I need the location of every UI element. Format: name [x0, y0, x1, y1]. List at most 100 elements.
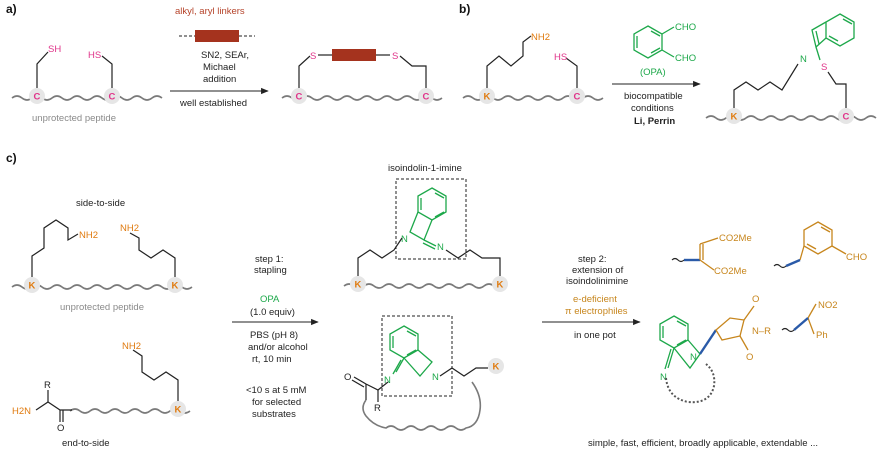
lysine-residue	[170, 401, 186, 417]
cys-side-chain	[565, 57, 578, 88]
amine-label: NH2	[122, 341, 141, 352]
panel-a-product: C C S S	[281, 49, 443, 104]
panel-b-label: b)	[459, 2, 470, 16]
peptide-loop	[665, 363, 716, 404]
thiol-label: SH	[48, 44, 61, 55]
cysteine-residue	[838, 108, 854, 124]
lysine-residue	[492, 276, 508, 292]
lysine-residue	[350, 276, 366, 292]
opa-structure: CHO CHO (OPA)	[633, 22, 696, 78]
amine-label: NH2	[120, 223, 139, 234]
linker-block	[332, 49, 376, 61]
aldehyde-label: CHO	[846, 252, 867, 263]
aldehyde-label: CHO	[675, 53, 696, 64]
lys-label: K	[355, 280, 362, 291]
summary-text: simple, fast, efficient, broadly applica…	[588, 438, 818, 449]
sulfur-label: S	[310, 51, 316, 62]
lys-side-chain	[132, 349, 179, 401]
linker-block	[195, 30, 239, 42]
speed-line: <10 s at 5 mM	[246, 385, 307, 396]
oxygen-label: O	[752, 294, 759, 305]
one-pot-label: in one pot	[574, 330, 616, 341]
amine-label: NH2	[79, 230, 98, 241]
peptide-backbone	[69, 408, 191, 414]
speed-line: for selected	[252, 397, 301, 408]
thiol-label: HS	[554, 52, 567, 63]
step1-line: stapling	[254, 265, 287, 276]
product-title: isoindolin-1-imine	[388, 163, 462, 174]
lys-label: K	[175, 405, 182, 416]
cys-label: C	[109, 92, 116, 103]
benzene-ring	[633, 25, 663, 59]
cysteine-residue	[569, 88, 585, 104]
condition-line: Michael	[203, 62, 236, 73]
nitrogen-label: N	[384, 375, 391, 386]
condition-note: well established	[179, 98, 247, 109]
step2-conditions: step 2: extension of isoindolinimine e-d…	[542, 254, 641, 341]
step1-conditions: step 1: stapling OPA (1.0 equiv) PBS (pH…	[232, 254, 319, 420]
succinimide-product: N N O O N–R	[659, 294, 771, 404]
panel-c-label: c)	[6, 151, 17, 165]
panel-c: c) side-to-side K K NH2 NH2 unprotected …	[6, 151, 867, 449]
oxygen-label: O	[746, 352, 753, 363]
nitro-label: NO2	[818, 300, 838, 311]
ester-label: CO2Me	[714, 266, 747, 277]
oxygen-label: O	[344, 372, 351, 383]
electrophile-line: e-deficient	[573, 294, 617, 305]
condition-line: conditions	[631, 103, 674, 114]
lys-linker	[357, 237, 403, 276]
stapled-product-end: N N K R O	[344, 315, 504, 431]
sulfur-label: S	[392, 51, 398, 62]
step2-line: isoindolinimine	[566, 276, 628, 287]
cys-label: C	[574, 92, 581, 103]
step2-line: step 2:	[578, 254, 607, 265]
cys-side-chain	[399, 55, 427, 88]
amine-label: H2N	[12, 406, 31, 417]
cys-side-chain	[36, 51, 49, 88]
isoindoline-ring	[403, 349, 433, 377]
panel-b: b) K C NH2 HS CHO CHO (OPA) biocompatibl…	[459, 2, 877, 127]
nitrostyrene-electrophile: NO2 Ph	[781, 300, 838, 341]
fumarate-electrophile: CO2Me CO2Me	[671, 233, 752, 277]
lysine-residue	[167, 277, 183, 293]
panel-a-reaction: alkyl, aryl linkers SN2, SEAr, Michael a…	[170, 6, 269, 109]
peptide-backbone	[343, 283, 505, 289]
nitrogen-label: N	[401, 234, 408, 245]
lys-label: K	[731, 112, 738, 123]
oxygen-label: O	[57, 423, 64, 434]
electrophile-line: π electrophiles	[565, 306, 628, 317]
lys-linker	[445, 249, 501, 276]
condition-line: SN2, SEAr,	[201, 50, 249, 61]
highlight-box	[395, 178, 467, 260]
phenyl-label: Ph	[816, 330, 828, 341]
r-group-label: R	[44, 380, 51, 391]
isoindoline-benzene	[389, 325, 419, 359]
n-terminus-chain	[35, 401, 72, 411]
aldehyde-label: CHO	[675, 22, 696, 33]
isoindole-benzene	[825, 13, 855, 47]
lys-label: K	[497, 280, 504, 291]
panel-a: a) C C SH HS unprotected peptide alkyl, …	[6, 2, 443, 124]
lys-linker	[733, 63, 799, 108]
cysteine-residue	[29, 88, 45, 104]
lys-label: K	[484, 92, 491, 103]
speed-line: substrates	[252, 409, 296, 420]
start-caption: unprotected peptide	[32, 113, 116, 124]
peptide-backbone	[11, 284, 193, 290]
cysteine-residue	[104, 88, 120, 104]
nitrogen-label: N	[437, 242, 444, 253]
isoindoline-benzene	[417, 187, 447, 221]
solvent-line: PBS (pH 8)	[250, 330, 298, 341]
lysine-residue	[726, 108, 742, 124]
cys-label: C	[296, 92, 303, 103]
cys-side-chain	[101, 55, 113, 88]
side-to-side-substrate: side-to-side K K NH2 NH2 unprotected pep…	[11, 198, 193, 313]
lys-side-chain	[129, 232, 176, 277]
lys-label: K	[493, 362, 500, 373]
stapled-product-side: isoindolin-1-imine N N K K	[343, 163, 508, 292]
imide-label: N–R	[752, 326, 771, 337]
panel-a-label: a)	[6, 2, 17, 16]
highlight-box	[381, 315, 453, 397]
start-caption: unprotected peptide	[60, 302, 144, 313]
